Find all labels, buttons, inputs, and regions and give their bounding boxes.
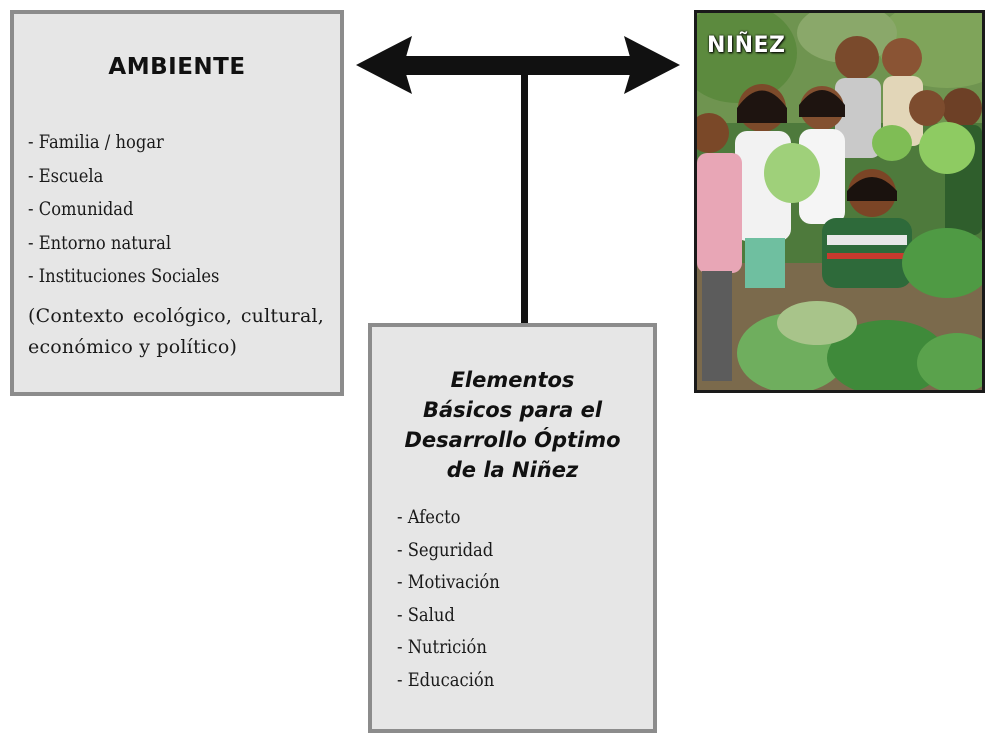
heading-line: Elementos [450, 368, 575, 392]
ambiente-item: - Escuela [28, 164, 104, 187]
ambiente-item: - Entorno natural [28, 231, 172, 254]
ambiente-item: - Instituciones Sociales [28, 265, 220, 287]
ambiente-title: AMBIENTE [108, 54, 246, 80]
heading-line: Básicos para el [422, 398, 603, 422]
ambiente-box: AMBIENTE - Familia / hogar - Escuela - C… [10, 10, 344, 396]
children-photo: NIÑEZ [694, 10, 985, 393]
elementos-item: - Salud [397, 603, 455, 626]
elementos-item: - Nutrición [397, 636, 487, 658]
ambiente-context: (Contexto ecológico, cultural, económico… [28, 305, 324, 358]
arrow-shaft [390, 56, 650, 75]
ambiente-list: - Familia / hogar - Escuela - Comunidad … [28, 126, 324, 294]
ambiente-item: - Comunidad [28, 198, 134, 220]
arrow-head-left [356, 36, 412, 94]
elementos-item: - Seguridad [397, 538, 494, 561]
photo-label: NIÑEZ [707, 33, 786, 58]
connector-arrow [356, 36, 680, 328]
elementos-heading: Elementos Básicos para el Desarrollo Ópt… [372, 365, 653, 485]
elementos-list: - Afecto - Seguridad - Motivación - Salu… [397, 501, 517, 696]
ambiente-item: - Familia / hogar [28, 131, 164, 153]
arrow-head-right [624, 36, 680, 94]
heading-line: de la Niñez [446, 458, 579, 482]
heading-line: Desarrollo Óptimo [404, 428, 621, 452]
elementos-box: Elementos Básicos para el Desarrollo Ópt… [368, 323, 657, 733]
elementos-item: - Motivación [397, 571, 500, 593]
arrow-stem [521, 70, 528, 328]
elementos-item: - Educación [397, 668, 495, 691]
elementos-item: - Afecto [397, 506, 461, 528]
photo-illustration [697, 13, 982, 390]
